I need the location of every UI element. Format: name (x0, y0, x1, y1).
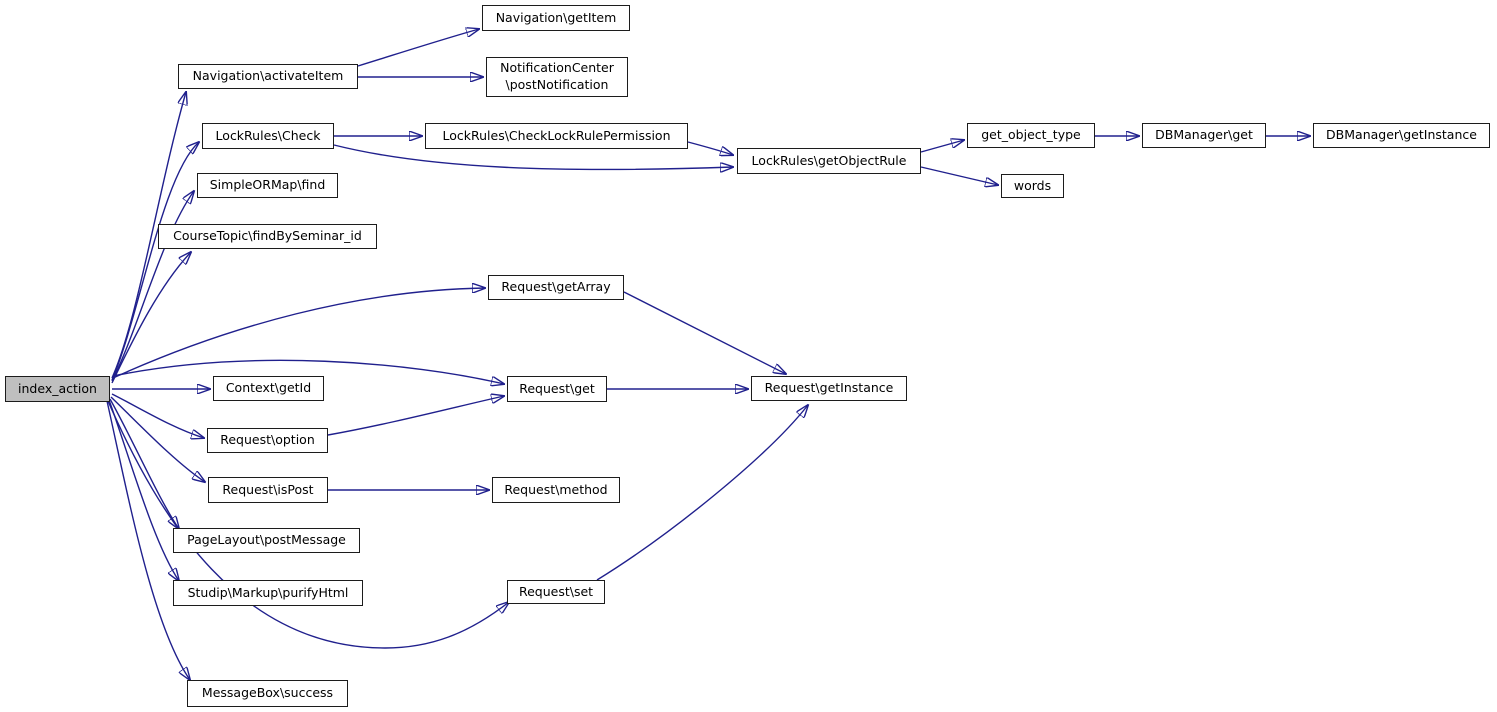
node-studip-markup-purifyhtml[interactable]: Studip\Markup\purifyHtml (173, 580, 363, 606)
edge-index_action-request_isPost (110, 396, 205, 482)
node-label: Navigation\getItem (495, 9, 617, 25)
edge-index_action-pageLayout_postMessage (109, 398, 179, 529)
node-index-action[interactable]: index_action (5, 376, 110, 402)
node-messagebox-success[interactable]: MessageBox\success (187, 680, 348, 707)
node-label: DBManager\get (1155, 127, 1253, 143)
node-dbmanager-getinstance[interactable]: DBManager\getInstance (1313, 123, 1490, 148)
edge-lockRules_getObjectRule-words (920, 166, 998, 185)
edge-index_action-simpleORMap_find (111, 191, 194, 382)
edge-index_action-lockRules_check (111, 142, 199, 381)
node-request-get[interactable]: Request\get (507, 376, 607, 402)
edge-index_action-request_getArray (112, 288, 485, 379)
node-label: LockRules\getObjectRule (751, 152, 907, 168)
node-dbmanager-get[interactable]: DBManager\get (1142, 123, 1266, 148)
edge-index_action-request_set (107, 400, 509, 649)
node-label: Context\getId (225, 380, 312, 396)
edge-request_set-request_getInstance (596, 405, 808, 581)
node-label: MessageBox\success (201, 685, 334, 701)
node-label: get_object_type (981, 127, 1081, 143)
node-label: Request\get (519, 380, 595, 396)
node-label: Studip\Markup\purifyHtml (187, 584, 349, 600)
edge-index_action-courseTopic_findBySeminar_id (111, 252, 191, 384)
node-label: index_action (18, 380, 97, 396)
node-label: Request\isPost (222, 481, 314, 497)
node-label: Request\method (504, 481, 608, 497)
edge-request_getArray-request_getInstance (623, 291, 786, 374)
node-coursetopic-findbyseminar-id[interactable]: CourseTopic\findBySeminar_id (158, 224, 377, 249)
node-request-ispost[interactable]: Request\isPost (208, 477, 328, 503)
node-label: words (1013, 177, 1052, 193)
node-label: LockRules\CheckLockRulePermission (442, 127, 671, 143)
node-simpleormap-find[interactable]: SimpleORMap\find (197, 173, 338, 198)
node-request-set[interactable]: Request\set (507, 580, 605, 604)
node-navigation-activateitem[interactable]: Navigation\activateItem (178, 64, 358, 89)
node-label: PageLayout\postMessage (187, 532, 346, 548)
edge-lockRules_check-lockRules_getObjectRule (333, 144, 733, 169)
node-request-option[interactable]: Request\option (207, 428, 328, 453)
node-lockrules-check[interactable]: LockRules\Check (202, 123, 334, 149)
node-label: Navigation\activateItem (192, 68, 344, 84)
node-pagelayout-postmessage[interactable]: PageLayout\postMessage (173, 528, 360, 553)
node-label: Request\getInstance (764, 380, 894, 396)
node-navigation-getitem[interactable]: Navigation\getItem (482, 5, 630, 31)
edge-index_action-request_get (112, 359, 504, 384)
edge-request_option-request_get (327, 396, 504, 436)
node-label: NotificationCenter \postNotification (500, 60, 614, 92)
node-request-getarray[interactable]: Request\getArray (488, 275, 624, 300)
edge-index_action-request_option (111, 393, 204, 438)
edge-index_action-messageBox_success (106, 400, 190, 680)
node-lockrules-checklockrulepermission[interactable]: LockRules\CheckLockRulePermission (425, 123, 688, 149)
node-label: DBManager\getInstance (1326, 127, 1477, 143)
node-context-getid[interactable]: Context\getId (213, 376, 324, 401)
node-label: LockRules\Check (215, 127, 321, 143)
node-label: CourseTopic\findBySeminar_id (173, 228, 362, 244)
node-label: Request\option (220, 432, 315, 448)
node-label: Request\getArray (501, 279, 611, 295)
edge-navigation_activateItem-navigation_getItem (357, 29, 479, 67)
node-lockrules-getobjectrule[interactable]: LockRules\getObjectRule (737, 148, 921, 174)
node-notificationcenter-postnotification[interactable]: NotificationCenter \postNotification (486, 57, 628, 97)
node-words[interactable]: words (1001, 174, 1064, 198)
node-label: Request\set (518, 583, 594, 599)
edge-lockRules_checkLockRulePermission-lockRules_getObjectRule (687, 141, 733, 155)
edge-lockRules_getObjectRule-get_object_type (920, 140, 964, 153)
node-request-getinstance[interactable]: Request\getInstance (751, 376, 907, 401)
node-request-method[interactable]: Request\method (492, 477, 620, 503)
node-label: SimpleORMap\find (209, 177, 326, 193)
node-get-object-type[interactable]: get_object_type (967, 123, 1095, 148)
